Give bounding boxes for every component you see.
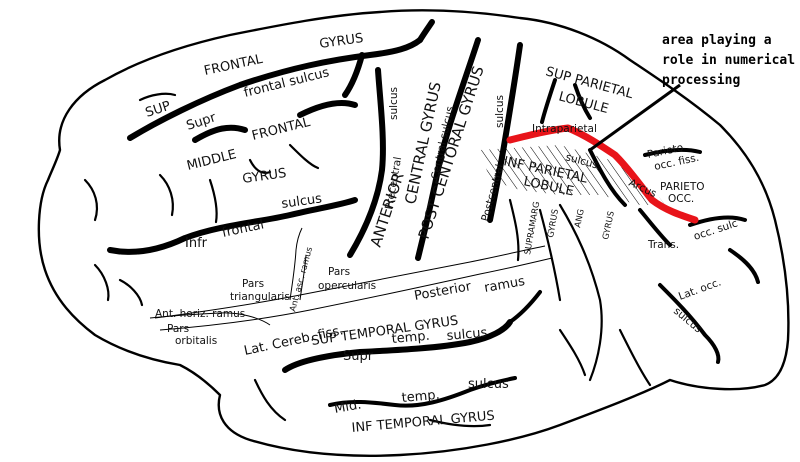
annotation-line-2: role in numerical (662, 53, 795, 68)
temporal-squiggle-1 (253, 378, 287, 422)
inferior-frontal-sulcus (107, 197, 358, 255)
parietal-sulcus-2 (573, 83, 592, 120)
label-supr-temp: Supr (343, 349, 374, 364)
superior-frontal-sulcus (127, 37, 423, 141)
label-sulcus-latocc: sulcus (671, 305, 704, 335)
frontal-squiggle-1 (83, 178, 99, 222)
label-posterior: Posterior (413, 279, 473, 304)
angular-gyrus-sulcus-2 (538, 208, 562, 302)
label-postcentral: Postcentral (479, 163, 506, 223)
occipital-squiggle-1 (638, 208, 672, 247)
label-gyrus-top: GYRUS (318, 31, 364, 52)
ant-asc-ramus-line (289, 227, 303, 301)
label-temp-mid: temp. (401, 388, 440, 406)
label-frontal-top: FRONTAL (203, 52, 265, 79)
label-sulcus-low: sulcus (280, 191, 323, 212)
supramarginal-sulcus (508, 198, 520, 262)
label-gyrus-ang: GYRUS (601, 210, 617, 240)
brain-outline (37, 9, 790, 457)
annotation-line-1: area playing a (662, 33, 772, 48)
label-pars-op: Pars (328, 266, 350, 278)
intraparietal-sulcus-highlight (506, 124, 699, 224)
superior-frontal-sulcus-branch-2 (342, 52, 365, 98)
label-frontal-low: frontal (221, 217, 266, 241)
frontal-squiggle-4 (248, 158, 272, 174)
lateral-occipital-sulcus (658, 283, 721, 364)
label-sulcus-temp: sulcus (446, 325, 488, 344)
angular-gyrus-sulcus (558, 203, 603, 382)
label-occ: OCC. (668, 193, 694, 205)
postcentral-sulcus (487, 42, 523, 223)
label-frontal-mid: FRONTAL (250, 115, 312, 144)
central-sulcus (415, 37, 481, 261)
parietal-sulcus-1 (540, 78, 557, 124)
label-sulcus-postcentral: sulcus (494, 95, 506, 128)
frontal-squiggle-6 (138, 92, 177, 102)
label-mid: Mid. (333, 397, 362, 416)
label-pars-orb: Pars (167, 323, 189, 335)
label-ang: ANG (573, 208, 587, 228)
label-ant-asc-ramus: Ant. asc. ramus (288, 245, 315, 312)
hatched-region (480, 145, 665, 205)
ant-horiz-ramus-line (149, 312, 271, 326)
label-middle: MIDDLE (185, 147, 238, 174)
label-temp: temp. (391, 329, 430, 347)
middle-temporal-sulcus (328, 376, 517, 408)
label-sulcus-mid: sulcus (468, 377, 509, 392)
superior-temporal-sulcus (282, 319, 513, 373)
label-inf-temporal: INF TEMPORAL GYRUS (351, 409, 495, 436)
lateral-cerebral-fissure-lower (159, 257, 553, 331)
middle-frontal-sulcus-1 (192, 124, 248, 143)
label-lat-occ: Lat. occ. (677, 276, 723, 302)
label-triangularis: triangularis (230, 291, 290, 303)
frontal-squiggle-5 (288, 143, 320, 170)
label-infr: Infr (185, 236, 208, 251)
frontal-squiggle-8 (118, 278, 144, 307)
label-orbitalis: orbitalis (175, 335, 217, 347)
label-sup-temporal: SUP TEMPORAL GYRUS (310, 313, 459, 348)
label-ant-horiz-ramus: Ant. horiz. ramus (155, 308, 245, 320)
frontal-squiggle-2 (158, 173, 174, 217)
label-parieto-occ: PARIETO (660, 181, 705, 193)
temporal-squiggle-3 (618, 328, 652, 387)
label-sulcus-precentral: sulcus (388, 87, 400, 120)
superior-temporal-sulcus-tail (508, 290, 542, 324)
label-gyrus-mid: GYRUS (241, 166, 287, 187)
middle-frontal-sulcus-2 (297, 100, 358, 118)
label-ramus: ramus (483, 274, 526, 296)
ant-asc-ramus-line-2 (299, 254, 307, 301)
label-opercularis: opercularis (318, 280, 376, 292)
superior-frontal-sulcus-branch (417, 19, 435, 43)
lateral-cerebral-fissure (154, 245, 546, 319)
precentral-sulcus (347, 67, 386, 258)
label-intraparietal: Intraparietal (532, 123, 597, 135)
frontal-squiggle-7 (93, 263, 110, 302)
temporal-squiggle-2 (428, 418, 492, 428)
frontal-squiggle-3 (208, 178, 218, 224)
occipital-squiggle-2 (728, 248, 760, 284)
parieto-occipital-fissure (643, 147, 702, 157)
annotation-pointer (589, 83, 681, 152)
label-pars-tri: Pars (242, 278, 264, 290)
temporal-squiggle-4 (558, 328, 587, 377)
annotation-line-3: processing (662, 73, 740, 88)
label-trans: Trans. (647, 239, 679, 251)
label-gyrus-supra: GYRUS (546, 208, 561, 238)
